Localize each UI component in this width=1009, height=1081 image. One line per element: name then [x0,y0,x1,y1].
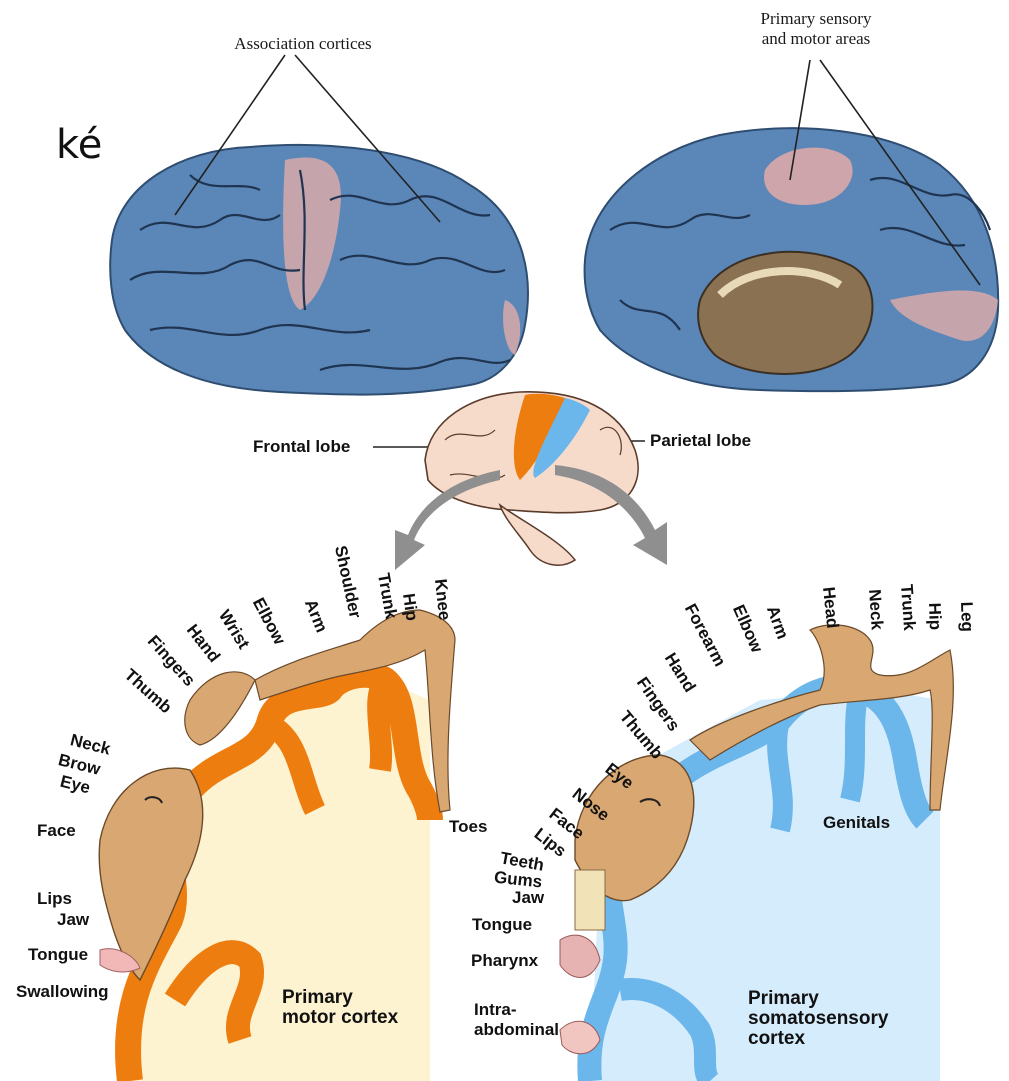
motor-label-jaw: Jaw [57,910,89,930]
frontal-lobe-label: Frontal lobe [253,437,350,457]
sensory-label-abdominal: abdominal [474,1020,559,1040]
sensory-label-head: Head [818,586,842,629]
sensory-label-intra: Intra- [474,1000,517,1020]
motor-title-line1: Primary [282,988,398,1008]
motor-cortex-title: Primary motor cortex [282,988,398,1028]
sensory-label-leg: Leg [956,601,977,632]
cropped-text-fragment: ké [56,122,102,168]
primary-areas-line1: Primary sensory [716,9,916,29]
motor-label-toes: Toes [449,817,487,837]
sensory-title-line2: somatosensory [748,1009,888,1029]
association-cortices-label: Association cortices [203,34,403,54]
sensory-label-hip: Hip [924,602,945,630]
sensory-label-genitals: Genitals [823,813,890,833]
motor-title-line2: motor cortex [282,1008,398,1028]
sensory-label-trunk: Trunk [896,584,919,632]
parietal-lobe-label: Parietal lobe [650,431,751,451]
sensory-title-line3: cortex [748,1029,888,1049]
motor-label-swallowing: Swallowing [16,982,109,1002]
motor-label-hip: Hip [398,592,422,622]
sensory-cortex-title: Primary somatosensory cortex [748,989,888,1049]
motor-label-lips: Lips [37,889,72,909]
sensory-label-jaw: Jaw [512,888,544,908]
motor-label-knee: Knee [430,578,454,621]
small-brain-illustration [425,392,638,565]
primary-areas-label: Primary sensory and motor areas [716,9,916,49]
lateral-brain-illustration [110,145,528,395]
sensory-title-line1: Primary [748,989,888,1009]
primary-areas-line2: and motor areas [716,29,916,49]
motor-label-tongue: Tongue [28,945,88,965]
sensory-label-tongue: Tongue [472,915,532,935]
motor-cortex-section [99,610,455,1081]
motor-label-face: Face [37,821,76,841]
sensory-label-pharynx: Pharynx [471,951,538,971]
sensory-label-neck: Neck [864,589,887,631]
